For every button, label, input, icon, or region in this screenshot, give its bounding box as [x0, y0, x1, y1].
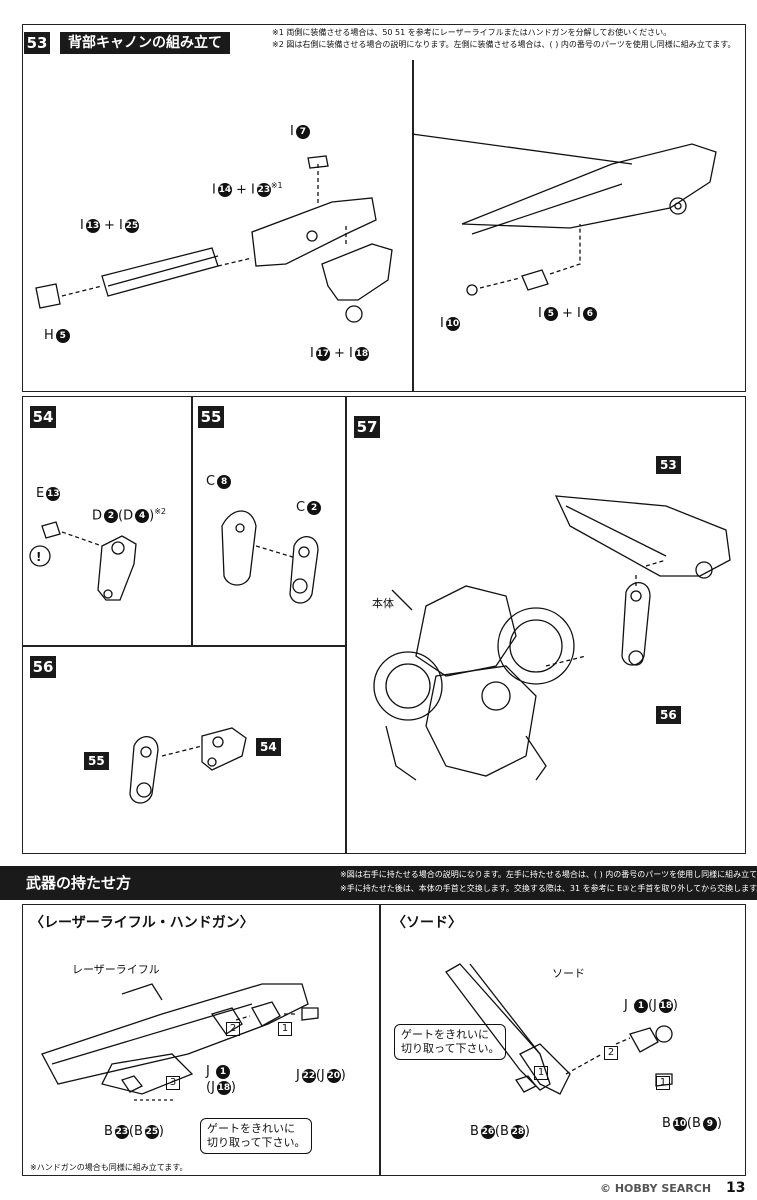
sword-gate-callout: ゲートをきれいに切り取って下さい。 [394, 1024, 507, 1060]
laser-step-1: 1 [278, 1022, 292, 1036]
page-number: 13 [726, 1180, 746, 1196]
laser-footnote: ※ハンドガンの場合も同様に組み立てます。 [30, 1163, 188, 1172]
step-53-panel [22, 24, 746, 392]
weapons-title: 武器の持たせ方 [18, 872, 140, 894]
step-56-drawing [129, 727, 247, 804]
step-53-note-2: ※2 図は右側に装備させる場合の説明になります。左側に装備させる場合は、( ) … [272, 40, 736, 49]
tag-54: 54 [256, 738, 281, 756]
svg-text:!: ! [36, 550, 41, 564]
step-53-number: 53 [24, 32, 50, 54]
step-53-divider [412, 60, 414, 392]
step-53-title: 背部キャノンの組み立て [60, 32, 230, 54]
tag-55: 55 [84, 752, 109, 770]
step-54-number: 54 [30, 406, 56, 428]
weapons-note-2: ※手に持たせた後は、本体の手首と交換します。交換する際は、31 を参考に E③と… [340, 884, 757, 893]
step-56-number: 56 [30, 656, 56, 678]
step-55-number: 55 [198, 406, 224, 428]
step-53-note-1: ※1 両側に装備させる場合は、50 51 を参考にレーザーライフルまたはハンドガ… [272, 28, 672, 37]
label-body: 本体 [372, 597, 394, 610]
tag-56: 56 [656, 706, 681, 724]
label-laser-rifle: レーザーライフル [72, 963, 160, 976]
step-57-number: 57 [354, 416, 380, 438]
step-57-drawing [373, 495, 731, 781]
sword-drawing [445, 963, 673, 1095]
step-55-panel [192, 396, 346, 646]
weapons-note-1: ※図は右手に持たせる場合の説明になります。左手に持たせる場合は、( ) 内の番号… [340, 870, 757, 879]
laser-gate-callout: ゲートをきれいに切り取って下さい。 [200, 1118, 313, 1154]
label-sword: ソード [552, 967, 585, 980]
sword-step-2: 2 [604, 1046, 618, 1060]
step-54-drawing: ! [29, 521, 137, 601]
laser-rifle-heading: 〈レーザーライフル・ハンドガン〉 [30, 915, 254, 931]
step-55-drawing [221, 510, 319, 604]
step-53-drawing [35, 133, 717, 323]
tag-53: 53 [656, 456, 681, 474]
laser-rifle-drawing [41, 983, 319, 1101]
sword-step-1b: 1 [656, 1076, 670, 1090]
watermark: © HOBBY SEARCH [600, 1182, 712, 1195]
sword-heading: 〈ソード〉 [392, 915, 462, 931]
